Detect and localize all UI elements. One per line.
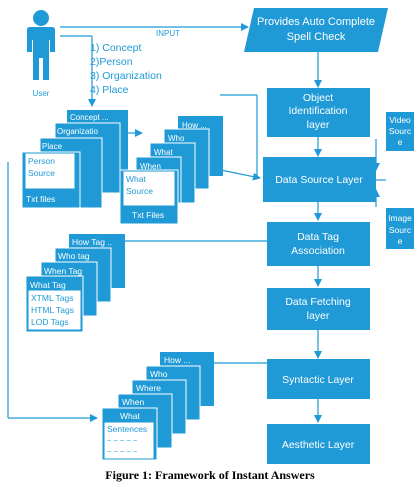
spell-check-box: Provides Auto Complete Spell Check [244,8,388,52]
what-txt-files: Txt Files [132,210,164,220]
data-fetching-layer: Data Fetching layer [267,288,370,330]
what-source-stack: How ... Who What When What Source Txt Fi… [119,116,223,225]
video-source-line2: Sourc [389,126,412,136]
image-source-line1: Image [388,213,412,223]
sentences-stack: How ... Who Where When What Sentences ~ … [101,352,214,461]
sentences-line1: ~ ~ ~ ~ ~ [107,436,138,445]
video-source-line1: Video [389,115,411,125]
stack-tab-how-tag: How Tag .. [72,237,112,247]
stack-tab-who: Who [168,134,185,143]
person-source-line1: Person [28,156,55,166]
input-item-organization: 3) Organization [90,70,162,82]
person-source-stack: Concept ... Organizatio Place Person Sou… [21,110,128,209]
sentences-line2: ~ ~ ~ ~ ~ [107,447,138,456]
object-identification-line1: Object [303,92,333,104]
person-source-line2: Source [28,168,55,178]
syntactic-layer: Syntactic Layer [267,359,370,399]
aesthetic-layer: Aesthetic Layer [267,424,370,464]
figure-caption: Figure 1: Framework of Instant Answers [105,468,315,482]
stack-tab-what-tag: What Tag [30,280,66,290]
data-tag-line2: Association [291,245,345,257]
spell-check-line2: Spell Check [287,31,346,43]
input-item-place: 4) Place [90,84,129,96]
stack-tab-what-2: What [120,411,140,421]
object-identification-line3: layer [307,119,330,131]
stack-tab-what: What [154,148,173,157]
video-source-line3: e [398,137,403,147]
data-tag-association-layer: Data Tag Association [267,222,370,266]
user-icon [27,10,55,80]
syntactic-label: Syntactic Layer [282,374,354,386]
person-txt-files: Txt files [26,194,55,204]
tags-line-html: HTML Tags [31,305,74,315]
stack-tab-how-2: How ... [164,355,190,365]
stack-tab-who-2: Who [150,369,168,379]
data-fetching-line1: Data Fetching [285,296,351,308]
stack-tab-organization: Organizatio [57,127,98,136]
tags-stack: How Tag .. Who tag When Tag What Tag XTM… [25,234,125,333]
stack-tab-who-tag: Who tag [58,251,90,261]
tags-line-lod: LOD Tags [31,317,69,327]
aesthetic-label: Aesthetic Layer [282,439,355,451]
stack-tab-when-tag: When Tag [44,266,82,276]
data-fetching-line2: layer [307,310,330,322]
stack-tab-when: When [140,162,161,171]
stack-tab-when-2: When [122,397,144,407]
object-identification-layer: Object Identification layer [267,88,370,137]
stack-tab-where: Where [136,383,161,393]
data-tag-line1: Data Tag [297,231,339,243]
input-list: 1) Concept 2)Person 3) Organization 4) P… [90,42,162,96]
object-identification-line2: Identification [289,105,348,117]
image-source-line3: e [398,236,403,246]
data-source-label: Data Source Layer [275,174,363,186]
spell-check-line1: Provides Auto Complete [257,16,375,28]
stack-tab-place: Place [42,142,63,151]
stack-tab-how: How ... [182,121,207,130]
tags-line-xtml: XTML Tags [31,293,74,303]
data-source-layer: Data Source Layer [263,157,376,202]
image-source-box: Image Sourc e [386,208,414,249]
user-label: User [33,89,50,98]
input-item-concept: 1) Concept [90,42,141,54]
video-source-box: Video Sourc e [386,112,414,151]
stack-tab-concept: Concept ... [70,113,109,122]
image-source-line2: Sourc [389,225,412,235]
what-source-line1: What [126,174,146,184]
input-item-person: 2)Person [90,56,133,68]
what-source-line2: Source [126,186,153,196]
sentences-title: Sentences [107,424,147,434]
input-label: INPUT [156,29,180,38]
